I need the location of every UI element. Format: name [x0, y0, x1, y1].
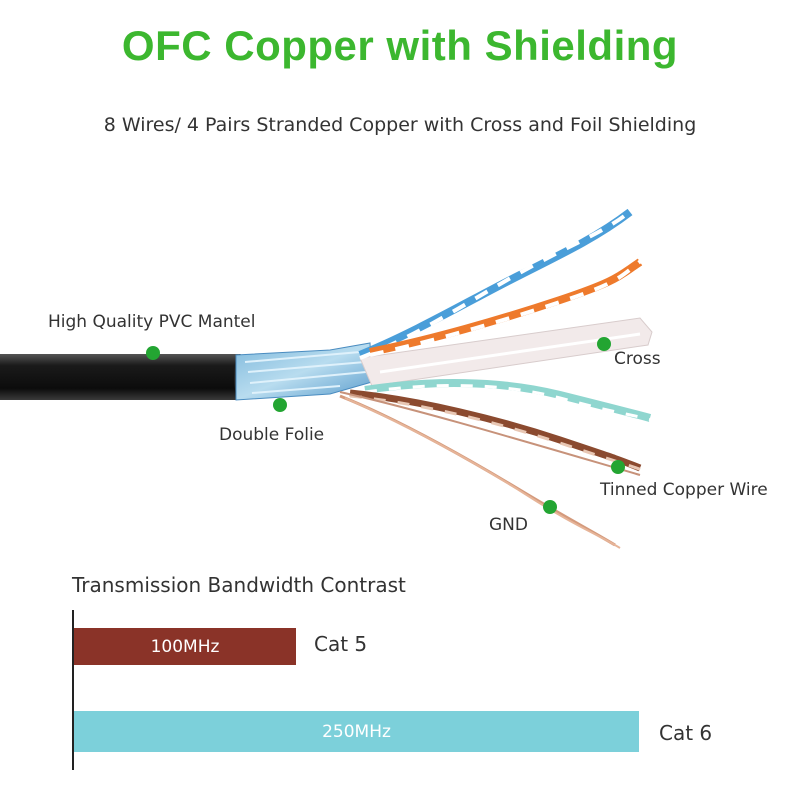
- tinned-marker-dot: [611, 460, 625, 474]
- cable-illustration: [0, 208, 653, 549]
- bandwidth-axis: [72, 610, 74, 770]
- cat5-bar-label: 100MHz: [150, 636, 220, 657]
- page-subtitle: 8 Wires/ 4 Pairs Stranded Copper with Cr…: [103, 114, 697, 136]
- cross-separator: [359, 317, 653, 387]
- cat6-label: Cat 6: [659, 721, 713, 745]
- gnd-marker-dot: [543, 500, 557, 514]
- bandwidth-title: Transmission Bandwidth Contrast: [72, 573, 406, 597]
- cross-marker-dot: [597, 337, 611, 351]
- cat5-bar: 100MHz: [74, 628, 296, 665]
- cat5-label: Cat 5: [314, 632, 368, 656]
- tinned-label: Tinned Copper Wire: [600, 480, 768, 500]
- cross-label: Cross: [614, 349, 661, 369]
- page-title: OFC Copper with Shielding: [121, 22, 679, 69]
- folie-label: Double Folie: [219, 425, 325, 445]
- pvc-marker-dot: [146, 346, 160, 360]
- pvc-label: High Quality PVC Mantel: [48, 312, 256, 332]
- cable-jacket: [0, 354, 240, 400]
- cat6-bar: 250MHz: [74, 711, 639, 752]
- green-pair: [364, 379, 652, 422]
- cat6-bar-label: 250MHz: [322, 721, 391, 742]
- gnd-label: GND: [489, 515, 528, 535]
- folie-marker-dot: [273, 398, 287, 412]
